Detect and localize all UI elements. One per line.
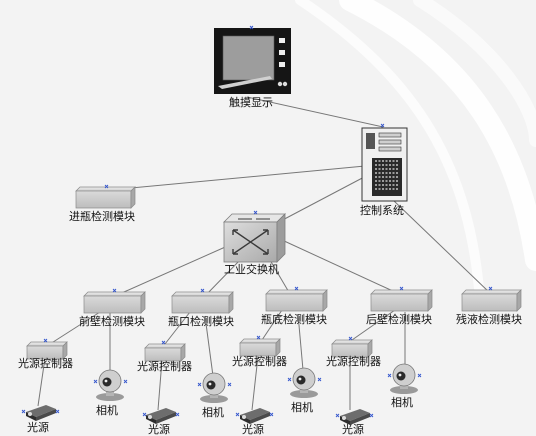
link-switch-bottle-bottom — [269, 259, 291, 295]
link-control-switch — [274, 174, 369, 225]
bottle-mouth-module-icon[interactable] — [171, 291, 234, 314]
link-bottom-cam3 — [297, 313, 304, 371]
light-controller-2-label: 光源控制器 — [137, 360, 192, 373]
camera-3-label: 相机 — [291, 401, 313, 414]
camera-1-label: 相机 — [96, 404, 118, 417]
bottle-bottom-module-label: 瓶底检测模块 — [261, 313, 327, 326]
light-source-3-icon[interactable] — [240, 408, 270, 424]
rear-wall-module-icon[interactable] — [370, 289, 433, 312]
camera-4-label: 相机 — [391, 396, 413, 409]
light-controller-3-icon[interactable] — [239, 338, 281, 357]
bottle-bottom-module-icon[interactable] — [265, 289, 328, 312]
light-source-2-icon[interactable] — [146, 408, 176, 424]
light-controller-1-label: 光源控制器 — [18, 357, 73, 370]
bottle-in-module-label: 进瓶检测模块 — [69, 210, 135, 223]
link-mouth-ctrl2 — [164, 311, 191, 345]
link-control-bottle-in — [109, 165, 366, 191]
front-wall-module-icon[interactable] — [83, 291, 146, 314]
link-switch-bottle-mouth — [204, 259, 241, 297]
link-front-ctrl1 — [49, 311, 101, 345]
camera-2-icon[interactable] — [200, 372, 228, 403]
light-source-4-icon[interactable] — [340, 409, 370, 425]
link-ctrl3-light3 — [251, 355, 259, 411]
light-source-4-label: 光源 — [342, 423, 364, 436]
light-controller-4-icon[interactable] — [331, 339, 373, 358]
camera-3-icon[interactable] — [290, 367, 318, 398]
link-switch-front-wall — [114, 243, 233, 297]
industrial-switch-icon[interactable] — [223, 213, 286, 263]
link-mouth-cam2 — [204, 315, 214, 377]
light-source-3-label: 光源 — [242, 423, 264, 436]
link-display-control — [246, 96, 384, 128]
link-bottom-ctrl3 — [261, 309, 283, 341]
front-wall-module-label: 前壁检测模块 — [79, 315, 145, 328]
light-controller-3-label: 光源控制器 — [232, 355, 287, 368]
links — [37, 96, 491, 411]
bottle-mouth-module-label: 瓶口检测模块 — [168, 315, 234, 328]
switch-label: 工业交换机 — [224, 263, 279, 276]
touch-display-icon[interactable] — [214, 28, 291, 94]
link-ctrl2-light2 — [157, 359, 163, 411]
touch-display-label: 触摸显示 — [229, 96, 273, 109]
light-controller-1-icon[interactable] — [26, 341, 68, 360]
control-system-icon[interactable] — [361, 127, 408, 202]
control-system-label: 控制系统 — [360, 204, 404, 217]
link-ctrl1-light1 — [37, 357, 46, 407]
background-swoosh — [295, 0, 536, 305]
link-control-residual — [392, 199, 491, 294]
anchor-marks — [21, 25, 493, 418]
camera-2-label: 相机 — [202, 406, 224, 419]
camera-1-icon[interactable] — [96, 369, 124, 401]
link-switch-rear-wall — [281, 239, 396, 293]
light-source-1-icon[interactable] — [26, 405, 56, 421]
link-rear-ctrl4 — [351, 309, 396, 341]
light-controller-4-label: 光源控制器 — [326, 355, 381, 368]
camera-4-icon[interactable] — [390, 363, 418, 394]
light-source-1-label: 光源 — [27, 421, 49, 434]
rear-wall-module-label: 后壁检测模块 — [366, 313, 432, 326]
light-controller-2-icon[interactable] — [144, 343, 186, 362]
light-source-2-label: 光源 — [148, 423, 170, 436]
residual-module-label: 残液检测模块 — [456, 313, 522, 326]
bottle-in-module-icon[interactable] — [75, 186, 136, 209]
residual-module-icon[interactable] — [461, 289, 522, 312]
